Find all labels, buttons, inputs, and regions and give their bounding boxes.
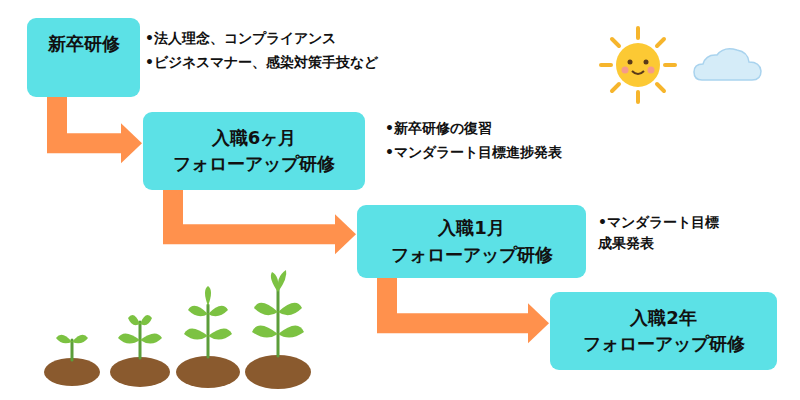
sun-icon — [601, 28, 675, 102]
bullet-note: •ビジネスマナー、感染対策手技など — [145, 52, 425, 73]
cloud-icon — [694, 49, 761, 80]
process-box: 新卒研修 — [27, 18, 140, 97]
flow-arrow — [57, 97, 142, 163]
bullet-note: •法人理念、コンプライアンス — [145, 28, 405, 49]
process-box: 入職1月 フォローアップ研修 — [357, 205, 586, 278]
flow-arrow — [387, 278, 549, 343]
box-title: 入職1月 フォローアップ研修 — [365, 215, 578, 267]
bullet-note: •マンダラート目標進捗発表 — [385, 142, 605, 163]
bullet-note: •マンダラート目標 成果発表 — [598, 212, 748, 254]
box-title: 入職2年 フォローアップ研修 — [558, 305, 769, 357]
flow-arrow — [173, 190, 356, 254]
process-box: 入職2年 フォローアップ研修 — [550, 292, 777, 370]
bullet-note: •新卒研修の復習 — [385, 118, 585, 139]
process-box: 入職6ヶ月 フォローアップ研修 — [143, 112, 365, 190]
seedlings-illustration — [44, 270, 311, 389]
box-title: 入職6ヶ月 フォローアップ研修 — [151, 125, 357, 177]
box-title: 新卒研修 — [48, 31, 120, 57]
